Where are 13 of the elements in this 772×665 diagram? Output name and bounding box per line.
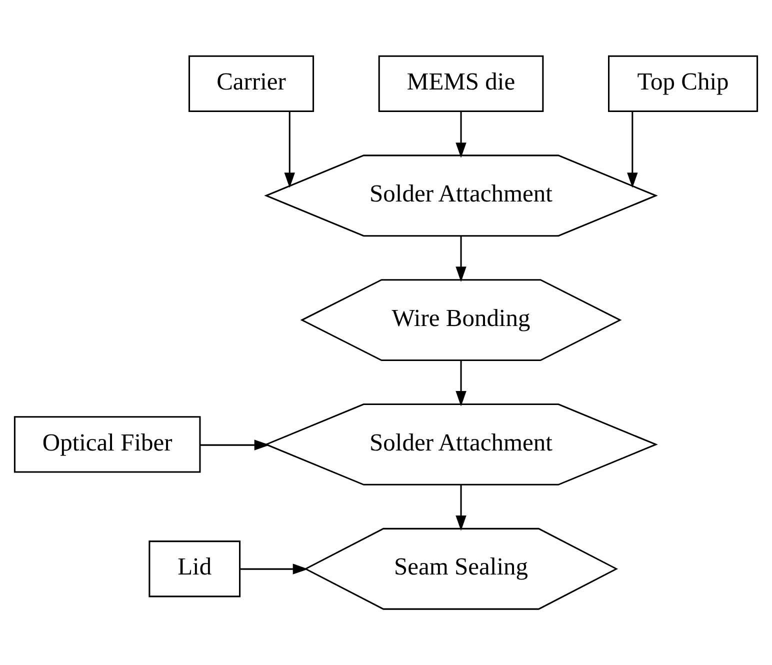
arrow (456, 236, 466, 282)
node-box: Lid (148, 540, 241, 598)
arrow (284, 111, 295, 188)
node-box: Top Chip (608, 55, 758, 112)
node-box: Carrier (188, 55, 314, 112)
arrow (456, 484, 466, 531)
arrow (456, 111, 466, 158)
arrow (200, 440, 270, 450)
arrow (627, 111, 638, 188)
arrow (456, 360, 466, 406)
arrow (240, 564, 308, 574)
node-box: MEMS die (378, 55, 544, 112)
node-box: Optical Fiber (14, 416, 201, 473)
